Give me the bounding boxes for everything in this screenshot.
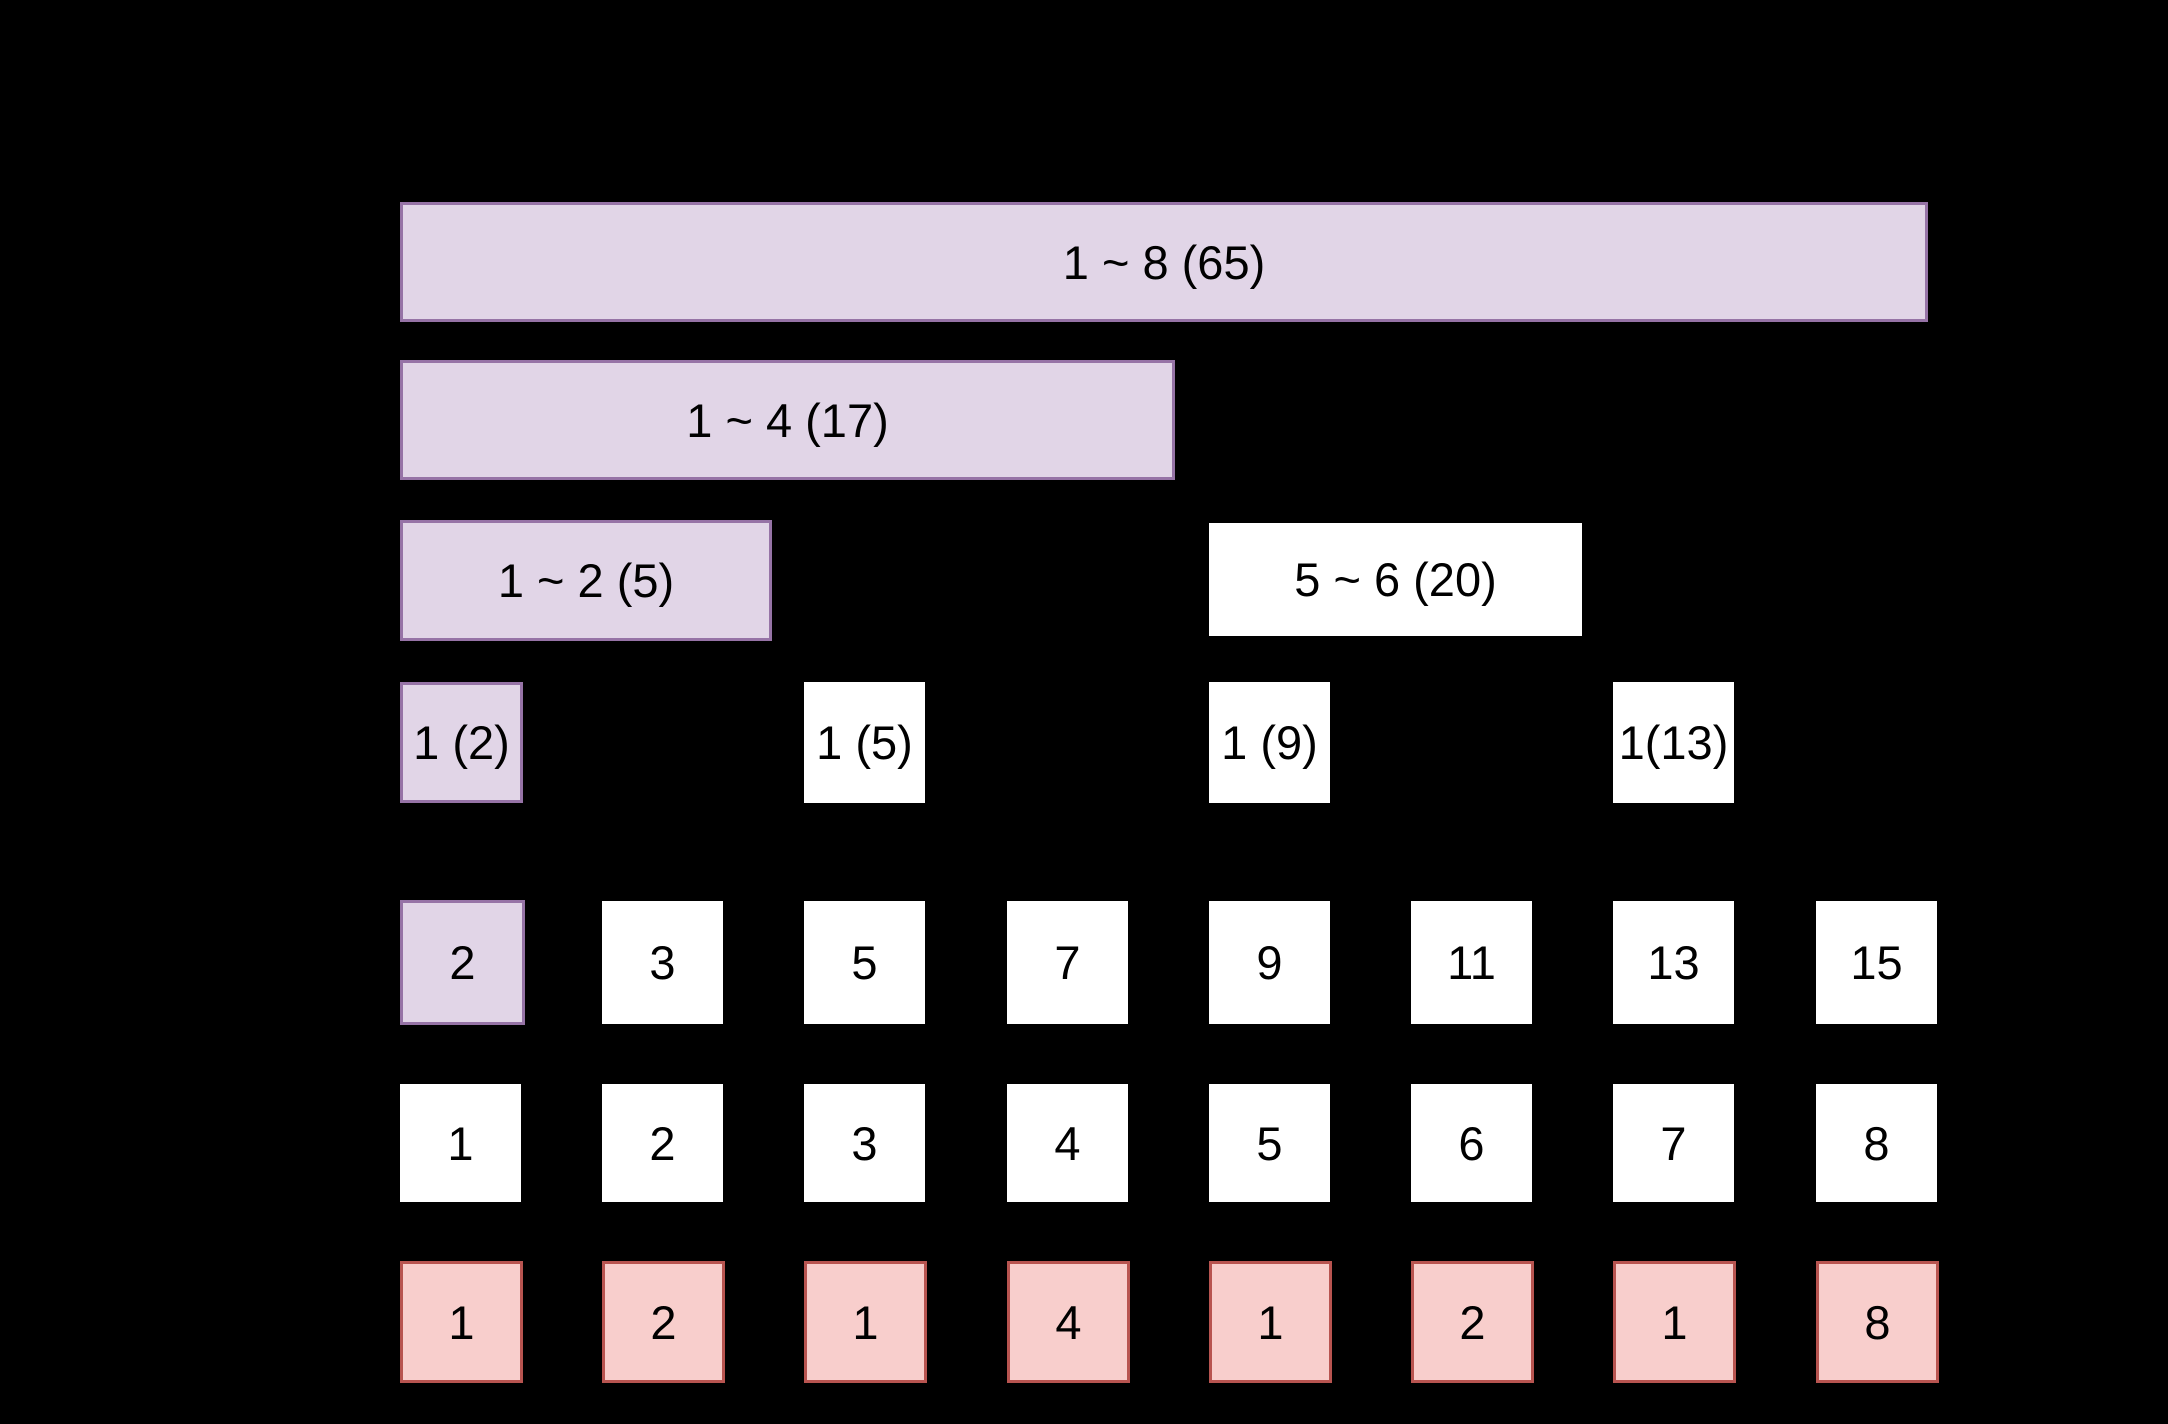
- value-cell: 9: [1209, 901, 1330, 1024]
- index-cell: 1: [400, 1084, 521, 1202]
- tree-node-1: 1 (2): [400, 682, 523, 803]
- lowbit-cell: 1: [400, 1261, 523, 1383]
- lowbit-cell: 8: [1816, 1261, 1939, 1383]
- lowbit-cell: 1: [1209, 1261, 1332, 1383]
- tree-node-range-5-6: 5 ~ 6 (20): [1209, 523, 1582, 636]
- index-cell: 6: [1411, 1084, 1532, 1202]
- lowbit-cell: 2: [602, 1261, 725, 1383]
- lowbit-cell: 1: [804, 1261, 927, 1383]
- tree-node-range-1-8: 1 ~ 8 (65): [400, 202, 1928, 322]
- value-cell: 5: [804, 901, 925, 1024]
- value-cell: 7: [1007, 901, 1128, 1024]
- value-cell: 13: [1613, 901, 1734, 1024]
- tree-node-range-1-2: 1 ~ 2 (5): [400, 520, 772, 641]
- index-cell: 3: [804, 1084, 925, 1202]
- value-cell: 15: [1816, 901, 1937, 1024]
- value-cell: 2: [400, 900, 525, 1025]
- lowbit-cell: 2: [1411, 1261, 1534, 1383]
- value-cell: 11: [1411, 901, 1532, 1024]
- tree-node-7: 1(13): [1613, 682, 1734, 803]
- index-cell: 5: [1209, 1084, 1330, 1202]
- lowbit-cell: 4: [1007, 1261, 1130, 1383]
- index-cell: 7: [1613, 1084, 1734, 1202]
- index-cell: 8: [1816, 1084, 1937, 1202]
- tree-node-3: 1 (5): [804, 682, 925, 803]
- tree-node-5: 1 (9): [1209, 682, 1330, 803]
- index-cell: 4: [1007, 1084, 1128, 1202]
- lowbit-cell: 1: [1613, 1261, 1736, 1383]
- tree-node-range-1-4: 1 ~ 4 (17): [400, 360, 1175, 480]
- index-cell: 2: [602, 1084, 723, 1202]
- value-cell: 3: [602, 901, 723, 1024]
